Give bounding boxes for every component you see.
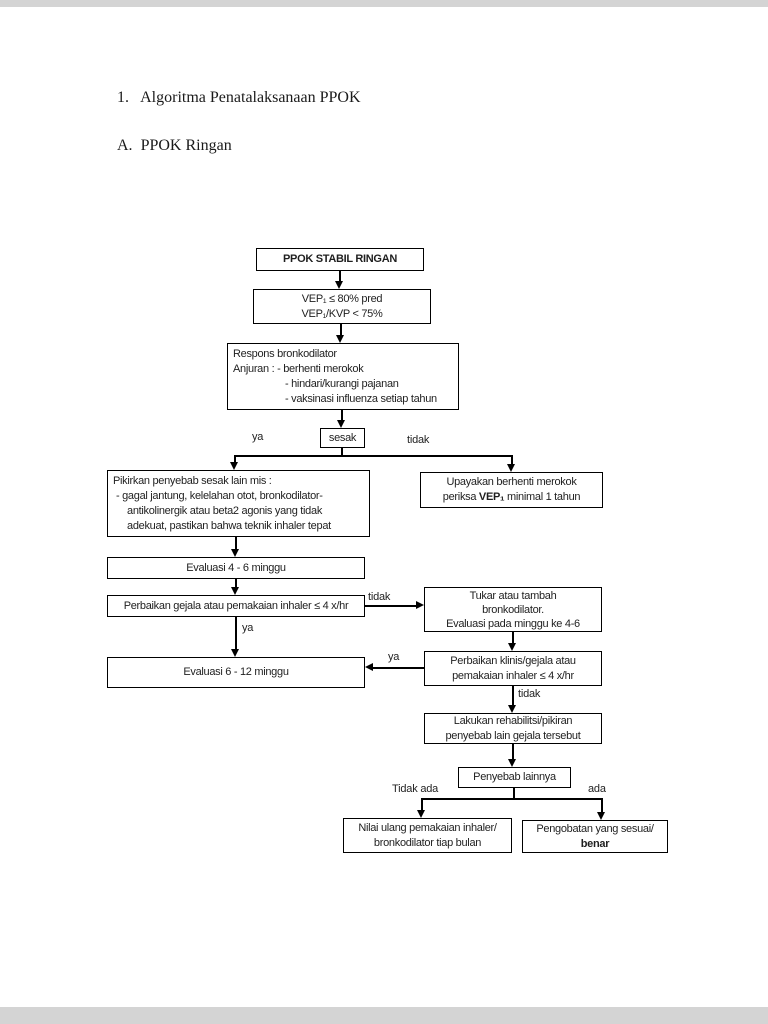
node-penyebab-lainnya: Penyebab lainnya [458, 767, 571, 788]
connector-respons-to-sesak [341, 410, 343, 422]
arrowhead-down-icon [231, 587, 239, 595]
eval46-text: Evaluasi 4 - 6 minggu [186, 561, 286, 574]
respons-line3: - hindari/kurangi pajanan [285, 377, 399, 390]
connector-tukar-to-klinis [512, 632, 514, 645]
connector-penyebab-branch [421, 798, 603, 800]
node-pikirkan-penyebab: Pikirkan penyebab sesak lain mis : - gag… [107, 470, 370, 537]
upayakan-line1: Upayakan berhenti merokok [446, 476, 577, 488]
respons-line2: Anjuran : - berhenti merokok [233, 362, 364, 375]
label-tidak-sesak: tidak [407, 434, 430, 446]
label-ada: ada [588, 783, 606, 795]
subsection-heading: A. PPOK Ringan [117, 137, 232, 155]
subheading-letter: A. [117, 137, 133, 154]
connector-klinis-to-eval612 [372, 667, 424, 669]
node-ppok-stabil-ringan-text: PPOK STABIL RINGAN [283, 253, 397, 265]
tukar-line1: Tukar atau tambah [469, 589, 557, 602]
tukar-line3: Evaluasi pada minggu ke 4-6 [446, 617, 580, 630]
upayakan-line2-pre: periksa [442, 491, 479, 503]
page-edge-top [0, 0, 768, 7]
perbaikan-klinis-line2: pemakaian inhaler ≤ 4 x/hr [452, 669, 574, 682]
connector-klinis-to-lakukan [512, 686, 514, 707]
connector-pikirkan-to-eval46 [235, 537, 237, 551]
vep-line1: VEP₁ ≤ 80% pred [301, 292, 383, 305]
label-ya-perbaikan: ya [242, 622, 254, 634]
upayakan-line2-vep: VEP₁ [478, 491, 505, 503]
penyebab-text: Penyebab lainnya [473, 771, 556, 783]
arrowhead-right-icon [416, 601, 424, 609]
pikirkan-line3: antikolinergik atau beta2 agonis yang ti… [127, 504, 323, 517]
arrowhead-down-icon [507, 464, 515, 472]
upayakan-line2: periksa VEP₁ minimal 1 tahun [421, 490, 602, 505]
label-tidak-klinis: tidak [518, 688, 541, 700]
subheading-title: PPOK Ringan [140, 137, 232, 154]
section-heading: 1. Algoritma Penatalaksanaan PPOK [117, 89, 361, 107]
arrowhead-down-icon [508, 705, 516, 713]
node-vep-criteria: VEP₁ ≤ 80% pred VEP₁/KVP < 75% [253, 289, 431, 324]
label-tidak-ada: Tidak ada [392, 783, 439, 795]
node-upayakan-berhenti-merokok: Upayakan berhenti merokok periksa VEP₁ m… [420, 472, 603, 508]
arrowhead-down-icon [337, 420, 345, 428]
arrowhead-down-icon [230, 462, 238, 470]
connector-sesak-stub [341, 448, 343, 456]
arrowhead-down-icon [335, 281, 343, 289]
node-nilai-ulang: Nilai ulang pemakaian inhaler/ bronkodil… [343, 818, 512, 853]
node-perbaikan-gejala: Perbaikan gejala atau pemakaian inhaler … [107, 595, 365, 617]
arrowhead-down-icon [231, 649, 239, 657]
connector-ya-branch [234, 455, 236, 464]
respons-line1: Respons bronkodilator [233, 347, 337, 360]
connector-eval46-to-perbaikan [235, 579, 237, 589]
arrowhead-down-icon [597, 812, 605, 820]
node-evaluasi-6-12-minggu: Evaluasi 6 - 12 minggu [107, 657, 365, 688]
perbaikan-gejala-text: Perbaikan gejala atau pemakaian inhaler … [123, 599, 349, 612]
connector-vep-to-respons [340, 324, 342, 337]
connector-perbaikan-to-tukar [365, 605, 417, 607]
label-ya-sesak: ya [252, 431, 264, 443]
heading-title: Algoritma Penatalaksanaan PPOK [140, 89, 361, 106]
lakukan-line2: penyebab lain gejala tersebut [445, 729, 581, 742]
vep-line2: VEP₁/KVP < 75% [301, 307, 383, 320]
subheading-gap [133, 137, 141, 154]
respons-line4: - vaksinasi influenza setiap tahun [285, 392, 437, 405]
connector-sesak-branch [234, 455, 513, 457]
sesak-text: sesak [328, 431, 357, 444]
connector-perbaikan-to-eval612 [235, 617, 237, 651]
pengobatan-line1: Pengobatan yang sesuai/ [536, 822, 654, 835]
pikirkan-line4: adekuat, pastikan bahwa teknik inhaler t… [127, 519, 331, 532]
arrowhead-down-icon [336, 335, 344, 343]
perbaikan-klinis-line1: Perbaikan klinis/gejala atau [450, 654, 576, 667]
connector-ada-branch [601, 798, 603, 813]
eval612-text: Evaluasi 6 - 12 minggu [183, 666, 289, 678]
connector-ppok-to-vep [339, 271, 341, 282]
pikirkan-line1: Pikirkan penyebab sesak lain mis : [113, 474, 272, 487]
node-tukar-atau-tambah: Tukar atau tambah bronkodilator. Evaluas… [424, 587, 602, 632]
arrowhead-down-icon [508, 643, 516, 651]
node-lakukan-rehabilitasi: Lakukan rehabilitsi/pikiran penyebab lai… [424, 713, 602, 744]
pikirkan-line2: - gagal jantung, kelelahan otot, bronkod… [116, 489, 323, 502]
connector-tidak-ada-branch [421, 798, 423, 811]
connector-lakukan-to-penyebab [512, 744, 514, 761]
node-evaluasi-4-6-minggu: Evaluasi 4 - 6 minggu [107, 557, 365, 579]
heading-number: 1. [117, 89, 129, 106]
pengobatan-line2: benar [580, 837, 610, 850]
connector-penyebab-stub [513, 788, 515, 799]
node-sesak: sesak [320, 428, 365, 448]
tukar-line2: bronkodilator. [482, 603, 544, 616]
label-ya-klinis: ya [388, 651, 400, 663]
node-perbaikan-klinis: Perbaikan klinis/gejala atau pemakaian i… [424, 651, 602, 686]
heading-gap [129, 89, 140, 106]
lakukan-line1: Lakukan rehabilitsi/pikiran [453, 714, 573, 727]
node-respons-bronkodilator: Respons bronkodilator Anjuran : - berhen… [227, 343, 459, 410]
nilai-ulang-line2: bronkodilator tiap bulan [373, 836, 482, 849]
arrowhead-down-icon [417, 810, 425, 818]
arrowhead-down-icon [508, 759, 516, 767]
node-pengobatan-sesuai: Pengobatan yang sesuai/ benar [522, 820, 668, 853]
connector-tidak-branch [511, 455, 513, 465]
label-tidak-perbaikan: tidak [368, 591, 391, 603]
arrowhead-down-icon [231, 549, 239, 557]
page-edge-bottom [0, 1007, 768, 1024]
arrowhead-left-icon [365, 663, 373, 671]
node-ppok-stabil-ringan: PPOK STABIL RINGAN [256, 248, 424, 271]
nilai-ulang-line1: Nilai ulang pemakaian inhaler/ [358, 821, 497, 834]
upayakan-line2-post: minimal 1 tahun [504, 491, 581, 503]
